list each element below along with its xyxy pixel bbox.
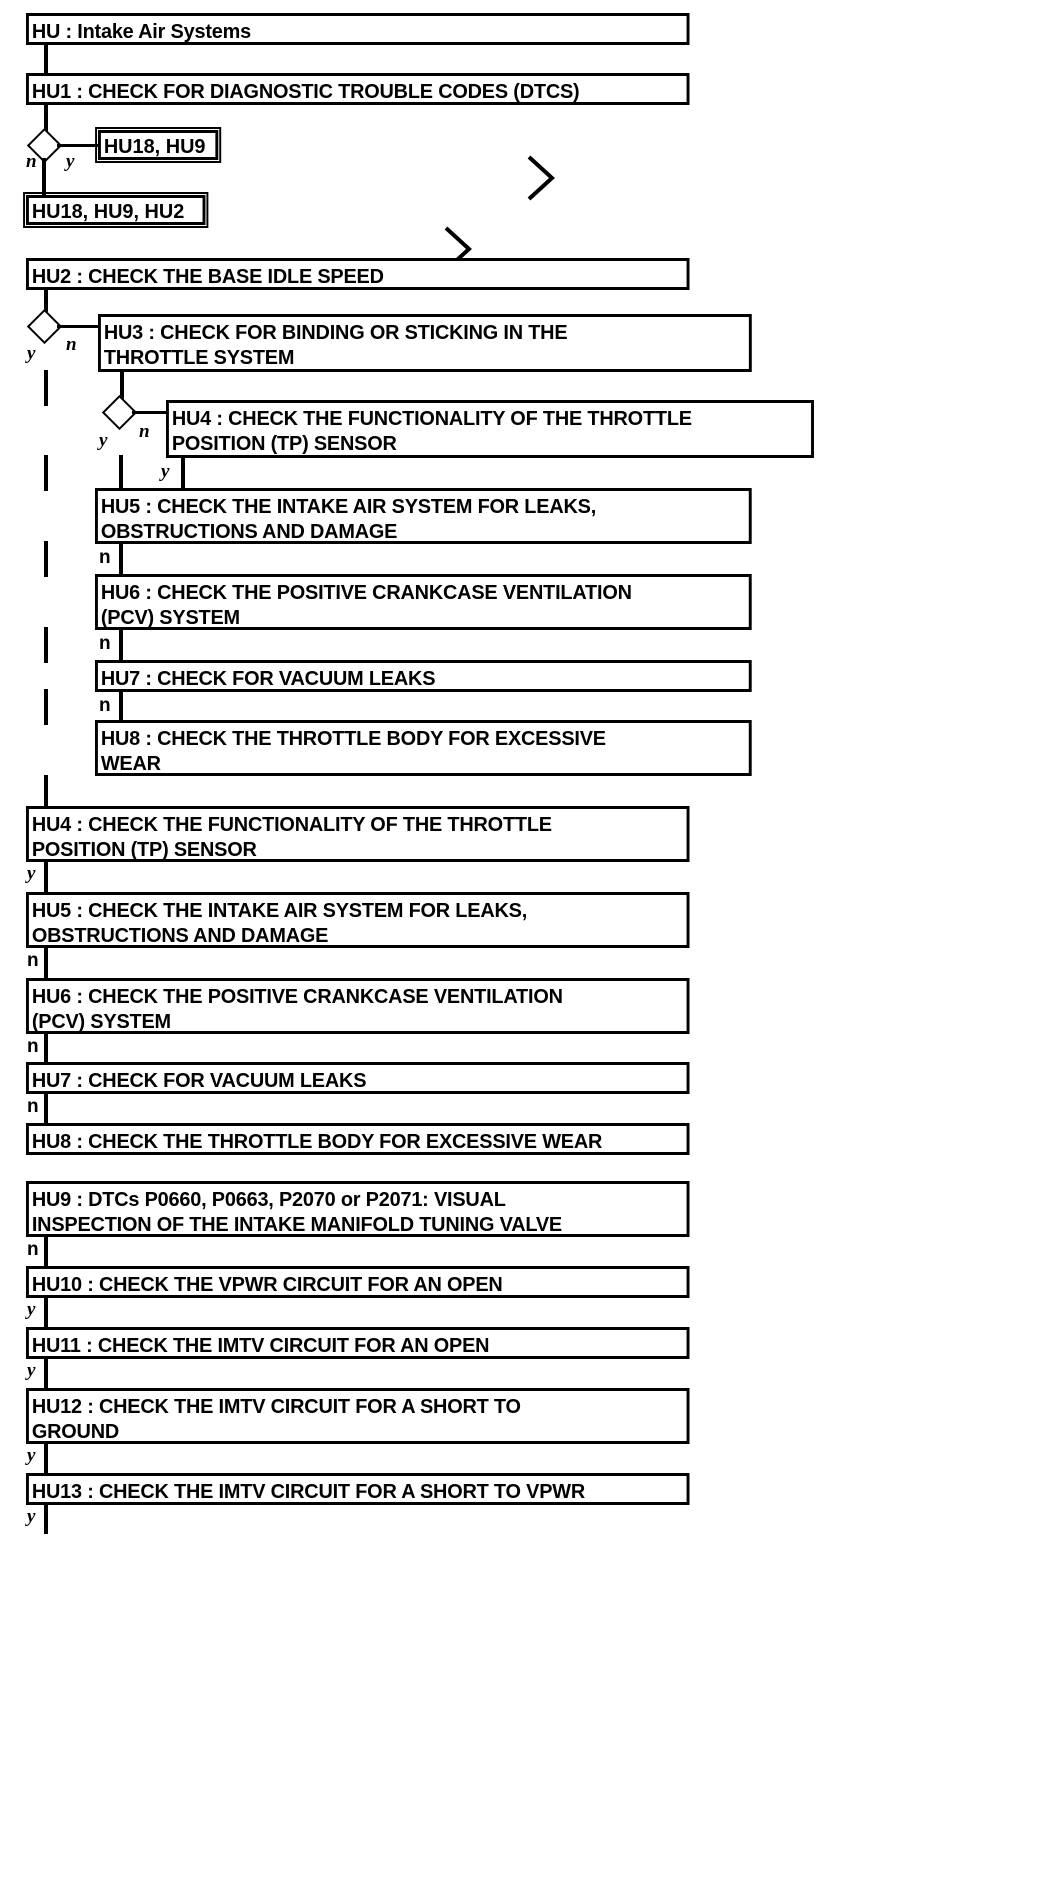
connector-hu4-nested-yes [181, 458, 185, 491]
branch-line-1-yes [57, 144, 98, 147]
branch-label-9-n: n [27, 950, 39, 971]
connector-hu9-no [44, 1237, 48, 1266]
ref-node-hu18-hu9[interactable]: HU18, HU9 [95, 127, 222, 163]
branch-label-8-y: y [27, 863, 36, 884]
spine-decision2-yes [44, 370, 48, 406]
connector-hu12-yes [44, 1444, 48, 1473]
spine-decision2-yes-5 [44, 689, 48, 725]
node-hu6-nested[interactable]: HU6 : CHECK THE POSITIVE CRANKCASE VENTI… [95, 574, 752, 630]
connector-hu10-yes [44, 1298, 48, 1327]
node-hu5-nested[interactable]: HU5 : CHECK THE INTAKE AIR SYSTEM FOR LE… [95, 488, 752, 544]
branch-label-13-y: y [27, 1299, 36, 1320]
branch-label-5-n: n [99, 547, 111, 568]
branch-label-10-n: n [27, 1036, 39, 1057]
spine-decision2-yes-6 [44, 775, 48, 807]
branch-label-14-y: y [27, 1360, 36, 1381]
node-hu3[interactable]: HU3 : CHECK FOR BINDING OR STICKING IN T… [98, 314, 752, 372]
branch-label-2-y: y [27, 343, 36, 364]
branch-label-6-n: n [99, 633, 111, 654]
node-hu4[interactable]: HU4 : CHECK THE FUNCTIONALITY OF THE THR… [26, 806, 690, 862]
node-hu11[interactable]: HU11 : CHECK THE IMTV CIRCUIT FOR AN OPE… [26, 1327, 690, 1359]
node-hu2[interactable]: HU2 : CHECK THE BASE IDLE SPEED [26, 258, 690, 290]
node-hu10[interactable]: HU10 : CHECK THE VPWR CIRCUIT FOR AN OPE… [26, 1266, 690, 1298]
connector-hu1-to-decision1 [44, 105, 48, 131]
branch-label-4-y: y [161, 461, 170, 482]
node-hu12[interactable]: HU12 : CHECK THE IMTV CIRCUIT FOR A SHOR… [26, 1388, 690, 1444]
node-hu5[interactable]: HU5 : CHECK THE INTAKE AIR SYSTEM FOR LE… [26, 892, 690, 948]
spine-decision3-yes [119, 455, 123, 491]
spine-decision2-yes-4 [44, 627, 48, 663]
connector-hu13-yes [44, 1505, 48, 1534]
branch-label-3-n: n [139, 421, 150, 442]
connector-hu5-nested-no [119, 544, 123, 575]
branch-line-2-no [57, 325, 98, 328]
branch-line-3-no [132, 411, 166, 414]
connector-hu4-yes [44, 862, 48, 893]
branch-label-11-n: n [27, 1096, 39, 1117]
branch-label-1-y: y [66, 151, 75, 172]
connector-hu3-to-decision3 [120, 372, 124, 400]
connector-hu6-nested-no [119, 630, 123, 661]
branch-label-1-n: n [26, 151, 37, 172]
connector-hu11-yes [44, 1359, 48, 1388]
node-hu13[interactable]: HU13 : CHECK THE IMTV CIRCUIT FOR A SHOR… [26, 1473, 690, 1505]
connector-hu2-to-decision2 [44, 290, 48, 312]
connector-hu5-no [44, 948, 48, 979]
node-hu7-nested[interactable]: HU7 : CHECK FOR VACUUM LEAKS [95, 660, 752, 692]
branch-label-12-n: n [27, 1239, 39, 1260]
branch-label-7-n: n [99, 695, 111, 716]
connector-hu7-nested-no [119, 692, 123, 721]
node-hu4-nested[interactable]: HU4 : CHECK THE FUNCTIONALITY OF THE THR… [166, 400, 814, 458]
spine-decision2-yes-3 [44, 541, 48, 577]
node-hu-root[interactable]: HU : Intake Air Systems [26, 13, 690, 45]
connector-root-to-hu1 [44, 45, 48, 73]
ref-node-hu18-hu9-hu2[interactable]: HU18, HU9, HU2 [23, 192, 209, 228]
node-hu8[interactable]: HU8 : CHECK THE THROTTLE BODY FOR EXCESS… [26, 1123, 690, 1155]
connector-hu7-no [44, 1094, 48, 1123]
node-hu9[interactable]: HU9 : DTCs P0660, P0663, P2070 or P2071:… [26, 1181, 690, 1237]
branch-label-3-y: y [99, 430, 108, 451]
chevron-right-icon-1 [524, 152, 560, 204]
branch-label-2-n: n [66, 334, 77, 355]
node-hu8-nested[interactable]: HU8 : CHECK THE THROTTLE BODY FOR EXCESS… [95, 720, 752, 776]
spine-decision2-yes-2 [44, 455, 48, 491]
connector-hu6-no [44, 1034, 48, 1063]
branch-label-16-y: y [27, 1506, 36, 1527]
connector-decision1-to-ref2 [42, 158, 46, 196]
node-hu6[interactable]: HU6 : CHECK THE POSITIVE CRANKCASE VENTI… [26, 978, 690, 1034]
branch-label-15-y: y [27, 1445, 36, 1466]
node-hu1[interactable]: HU1 : CHECK FOR DIAGNOSTIC TROUBLE CODES… [26, 73, 690, 105]
node-hu7[interactable]: HU7 : CHECK FOR VACUUM LEAKS [26, 1062, 690, 1094]
